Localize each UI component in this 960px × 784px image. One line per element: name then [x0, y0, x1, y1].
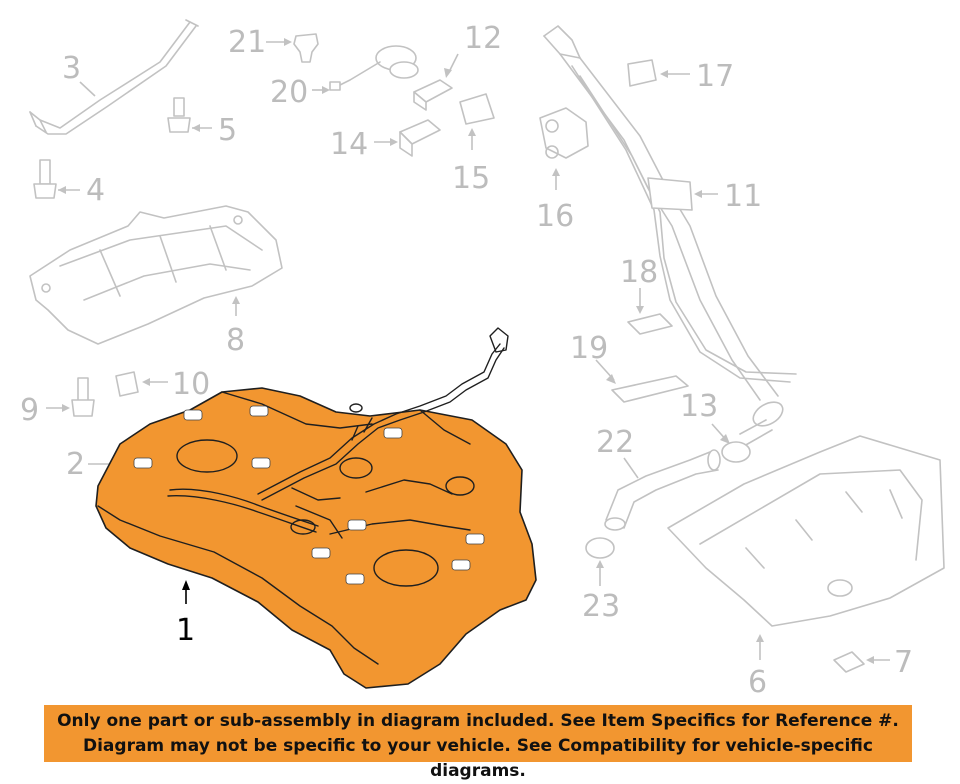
parts-diagram: 3 21 20 12 5 14	[20, 19, 945, 700]
part-11-filler-pipe	[543, 25, 797, 447]
callout-18: 18	[620, 255, 658, 290]
callout-20: 20	[270, 75, 308, 110]
callout-4: 4	[86, 173, 105, 208]
disclaimer-line-2: Diagram may not be specific to your vehi…	[82, 736, 873, 781]
callout-6: 6	[748, 665, 767, 700]
part-3-strap	[29, 19, 199, 135]
part-19-bracket	[595, 359, 689, 403]
part-13-clamp	[711, 423, 751, 463]
disclaimer-line-1: Only one part or sub-assembly in diagram…	[57, 711, 899, 731]
callout-11: 11	[724, 179, 762, 214]
callout-3: 3	[62, 51, 81, 86]
disclaimer-banner: Only one part or sub-assembly in diagram…	[44, 705, 912, 781]
callout-2: 2	[66, 447, 85, 482]
callout-15: 15	[452, 161, 490, 196]
part-16-valve	[539, 107, 589, 190]
part-10-nut	[115, 371, 168, 397]
part-15-pad	[459, 93, 495, 150]
part-7-clip	[833, 651, 890, 673]
part-18-bracket	[627, 288, 673, 335]
callout-23: 23	[582, 589, 620, 624]
callout-12: 12	[464, 21, 502, 56]
callout-17: 17	[696, 59, 734, 94]
part-12-bracket	[413, 53, 459, 111]
part-1-fuel-tank	[95, 327, 537, 689]
callout-10: 10	[172, 367, 210, 402]
callout-9: 9	[20, 393, 39, 428]
callout-14: 14	[330, 127, 368, 162]
part-9-bolt	[46, 377, 95, 417]
callout-8: 8	[226, 323, 245, 358]
callout-5: 5	[218, 113, 237, 148]
callout-21: 21	[228, 25, 266, 60]
part-6-heat-shield	[667, 435, 945, 660]
part-4-bolt	[33, 159, 80, 199]
callout-1: 1	[176, 613, 195, 648]
part-5-bolt	[167, 97, 212, 133]
tank-pads	[133, 405, 485, 585]
part-8-shield	[29, 205, 283, 345]
callout-22: 22	[596, 425, 634, 460]
part-21-clip	[266, 33, 319, 63]
part-20-cap	[312, 45, 419, 94]
callout-19: 19	[570, 331, 608, 366]
callout-7: 7	[894, 645, 913, 680]
part-14-bracket	[374, 119, 441, 157]
callout-16: 16	[536, 199, 574, 234]
part-23-clamp	[585, 537, 615, 586]
callout-13: 13	[680, 389, 718, 424]
part-17-clamp	[627, 59, 690, 87]
part-22-hose	[604, 449, 721, 531]
